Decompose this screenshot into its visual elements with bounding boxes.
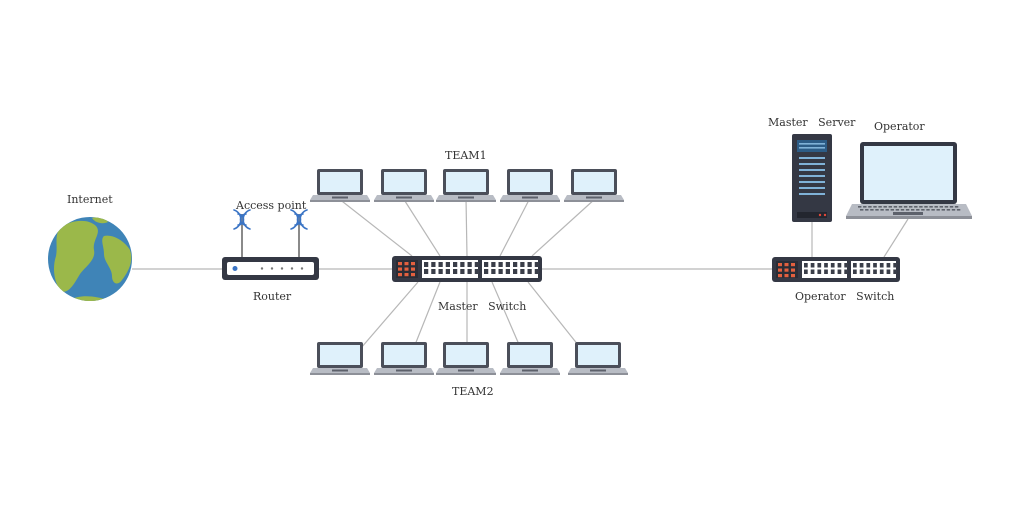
connection-line — [402, 197, 441, 257]
operator-laptop-icon — [846, 142, 972, 219]
wifi-antenna-icon — [233, 209, 308, 230]
connection-line — [465, 197, 468, 257]
connection-line — [531, 197, 597, 257]
connection-line — [499, 197, 531, 257]
internet-label: Internet — [67, 193, 113, 206]
laptop-icon — [310, 169, 370, 202]
laptop-icon — [436, 342, 496, 375]
router-icon — [222, 214, 319, 280]
master-switch-icon — [392, 256, 542, 282]
laptop-icon — [310, 342, 370, 375]
laptop-icon — [500, 169, 560, 202]
laptop-icon — [500, 342, 560, 375]
server-tower-icon — [792, 134, 832, 222]
master-server-label: Master Server — [768, 116, 856, 129]
laptop-icon — [436, 169, 496, 202]
connection-line — [883, 218, 909, 258]
access-point-label: Access point — [236, 199, 307, 212]
master-switch-label: Master Switch — [438, 300, 527, 313]
team1-label: TEAM1 — [445, 149, 487, 162]
connection-line — [337, 197, 413, 257]
operator-switch-icon — [772, 257, 900, 282]
laptop-icon — [374, 342, 434, 375]
router-label: Router — [253, 290, 292, 303]
globe-icon — [48, 217, 132, 301]
laptop-icon — [568, 342, 628, 375]
laptop-icon — [374, 169, 434, 202]
operator-switch-label: Operator Switch — [795, 290, 895, 303]
operator-label: Operator — [874, 120, 925, 133]
team1-laptops — [310, 169, 624, 202]
team2-laptops — [310, 342, 628, 375]
laptop-icon — [564, 169, 624, 202]
team2-label: TEAM2 — [452, 385, 494, 398]
